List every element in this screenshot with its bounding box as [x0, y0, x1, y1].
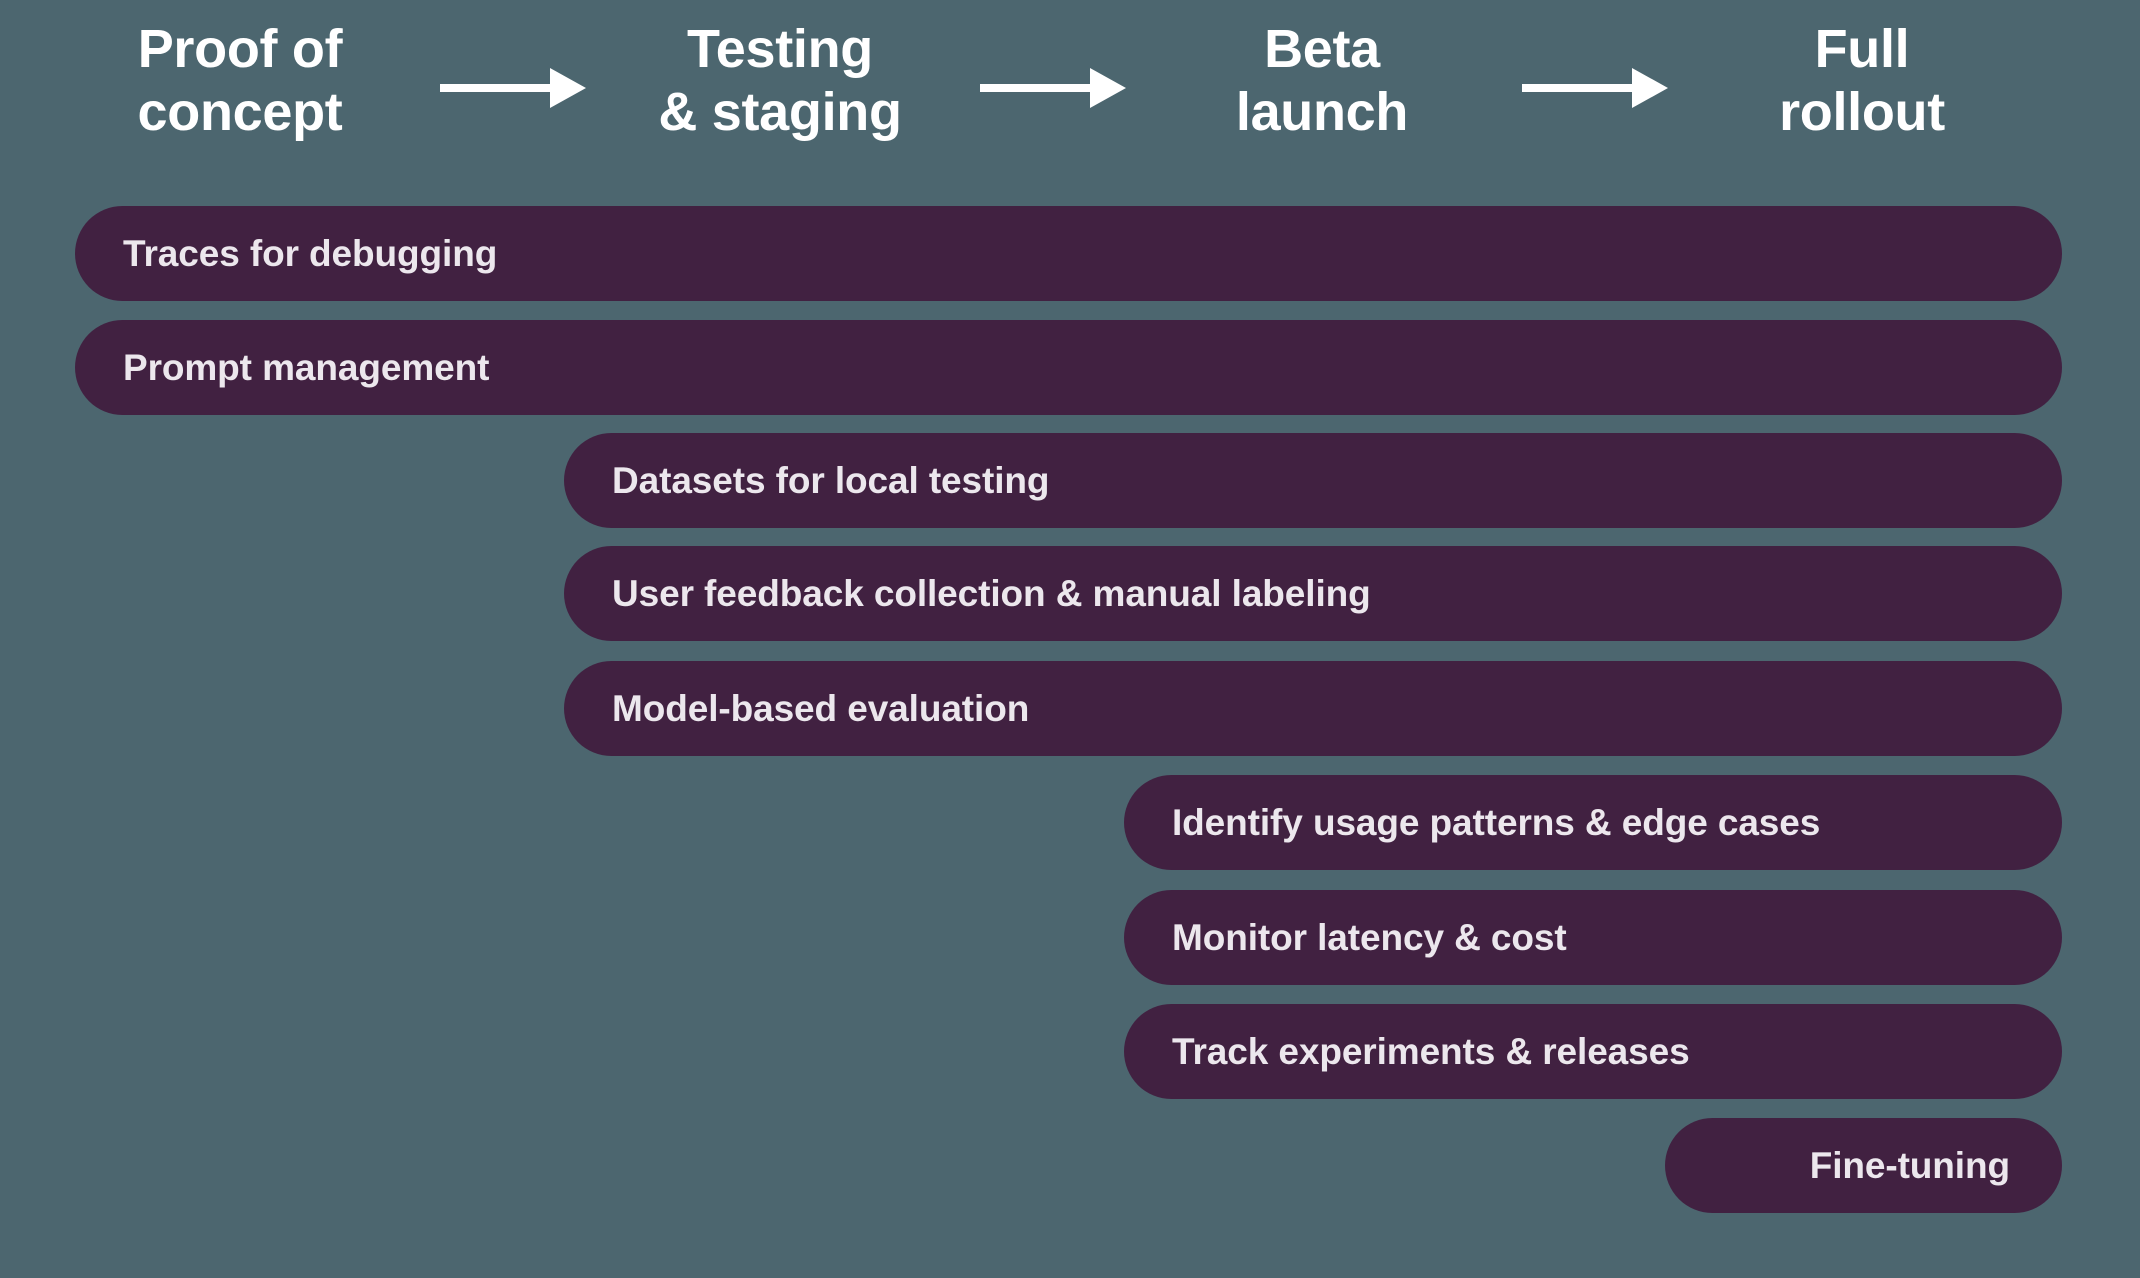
capability-label: Traces for debugging: [123, 233, 498, 274]
capability-label: User feedback collection & manual labeli…: [612, 573, 1371, 614]
capability-label: Fine-tuning: [1809, 1145, 2010, 1186]
capability-label: Model-based evaluation: [612, 688, 1030, 729]
right-arrow-icon: [440, 60, 586, 116]
capability-pill: Traces for debugging: [75, 206, 2062, 301]
capability-pill: Model-based evaluation: [564, 661, 2062, 756]
capability-label: Identify usage patterns & edge cases: [1172, 802, 1821, 843]
capability-pill: Prompt management: [75, 320, 2062, 415]
phase-label-testing-staging: Testing & staging: [658, 19, 902, 142]
capability-pill: User feedback collection & manual labeli…: [564, 546, 2062, 641]
capability-label: Track experiments & releases: [1172, 1031, 1690, 1072]
capability-label: Datasets for local testing: [612, 460, 1050, 501]
capability-label: Prompt management: [123, 347, 490, 388]
capability-pill: Identify usage patterns & edge cases: [1124, 775, 2062, 870]
capability-pill: Datasets for local testing: [564, 433, 2062, 528]
phase-label-full-rollout: Full rollout: [1779, 19, 1945, 142]
capability-pill: Fine-tuning: [1665, 1118, 2062, 1213]
phase-label-beta-launch: Beta launch: [1235, 19, 1409, 142]
capability-pill: Monitor latency & cost: [1124, 890, 2062, 985]
right-arrow-icon: [1522, 60, 1668, 116]
capability-label: Monitor latency & cost: [1172, 917, 1567, 958]
phase-label-proof-of-concept: Proof of concept: [137, 19, 343, 142]
capability-pill: Track experiments & releases: [1124, 1004, 2062, 1099]
right-arrow-icon: [980, 60, 1126, 116]
